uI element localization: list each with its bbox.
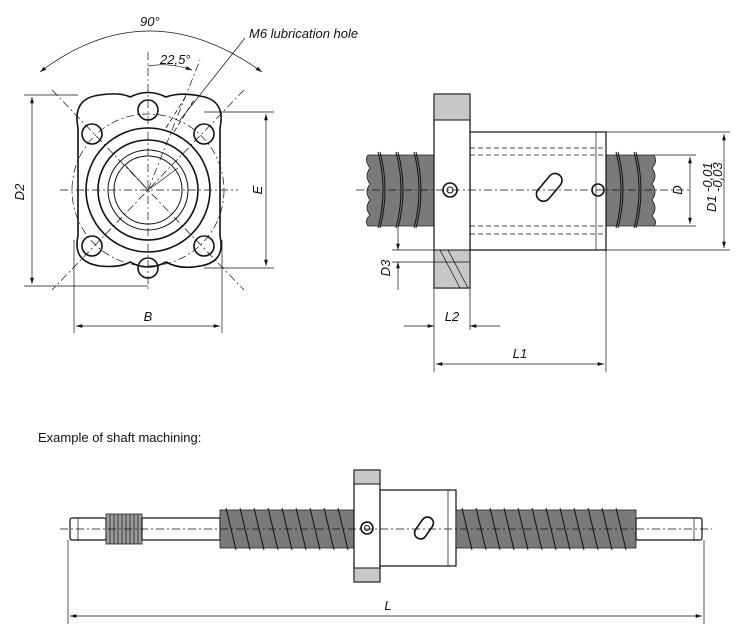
l-label: L (384, 598, 391, 613)
shaft-machining-caption: Example of shaft machining: (38, 430, 201, 445)
shaft-nut-body (379, 489, 457, 567)
d3-label: D3 (378, 259, 393, 276)
d1-label: D1 (704, 195, 719, 212)
bolt-hole-bottom-left (81, 235, 103, 257)
d2-label: D2 (12, 183, 27, 200)
bolt-hole-bottom-right (193, 235, 215, 257)
lubrication-hole-label: M6 lubrication hole (249, 26, 358, 41)
l2-label: L2 (445, 309, 460, 324)
angle-22-5-label: 22,5° (159, 52, 191, 67)
angle-90-label: 90° (140, 14, 160, 29)
side-right-thread (605, 151, 656, 229)
key-slot (535, 172, 563, 203)
d1-tolerance-upper: -0,01 (700, 162, 715, 192)
flange-outline (76, 91, 222, 269)
bolt-hole-top-left (81, 123, 103, 145)
side-view: D D1 -0,01 -0,03 D3 L2 L1 (356, 93, 730, 372)
d-label: D (670, 185, 685, 194)
d1-tolerance-lower: -0,03 (710, 162, 725, 192)
b-label: B (144, 309, 153, 324)
front-view: 90° 22,5° M6 lubrication hole D2 E B (12, 14, 358, 333)
e-label: E (250, 185, 265, 194)
bolt-hole-top-right (193, 123, 215, 145)
shaft-assembly: L (60, 469, 712, 624)
l1-label: L1 (513, 346, 527, 361)
